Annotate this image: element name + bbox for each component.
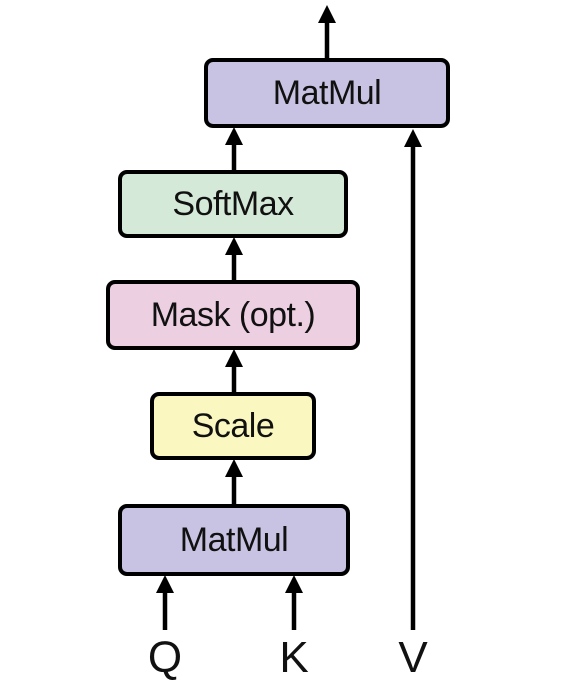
softmax-block: SoftMax bbox=[118, 170, 348, 238]
scale-block: Scale bbox=[150, 392, 316, 460]
softmax-label: SoftMax bbox=[172, 184, 294, 223]
input-k-label: K bbox=[279, 633, 309, 682]
scale-label: Scale bbox=[191, 406, 275, 445]
mask-label: Mask (opt.) bbox=[150, 295, 316, 334]
mask-block: Mask (opt.) bbox=[106, 280, 360, 350]
matmul-bottom-label: MatMul bbox=[179, 520, 289, 559]
matmul-top-label: MatMul bbox=[272, 73, 382, 112]
matmul-top-block: MatMul bbox=[204, 58, 450, 128]
matmul-bottom-block: MatMul bbox=[118, 504, 350, 576]
input-q-label: Q bbox=[147, 633, 183, 682]
input-v-label: V bbox=[398, 633, 428, 682]
